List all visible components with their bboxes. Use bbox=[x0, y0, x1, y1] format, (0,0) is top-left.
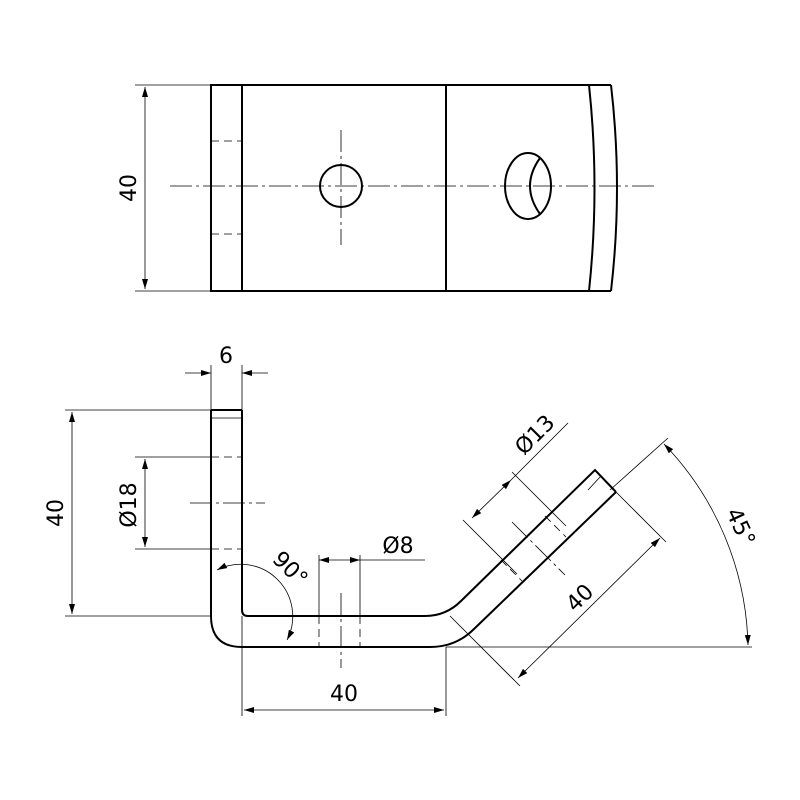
top-height-label: 40 bbox=[117, 174, 142, 202]
side-height-label: 40 bbox=[44, 499, 69, 527]
angle-90-label: 90° bbox=[267, 547, 312, 592]
base-length-label: 40 bbox=[330, 682, 358, 707]
hole-13-label: Ø13 bbox=[511, 411, 561, 461]
hole-18-label: Ø18 bbox=[117, 482, 142, 527]
side-view: 6 40 Ø18 90° Ø8 40 Ø13 40 45° bbox=[44, 344, 759, 716]
top-view: 40 bbox=[117, 84, 655, 292]
angled-length-label: 40 bbox=[562, 580, 599, 617]
hole-8-label: Ø8 bbox=[382, 534, 413, 559]
angle-45-label: 45° bbox=[720, 504, 759, 550]
thickness-label: 6 bbox=[219, 344, 233, 369]
